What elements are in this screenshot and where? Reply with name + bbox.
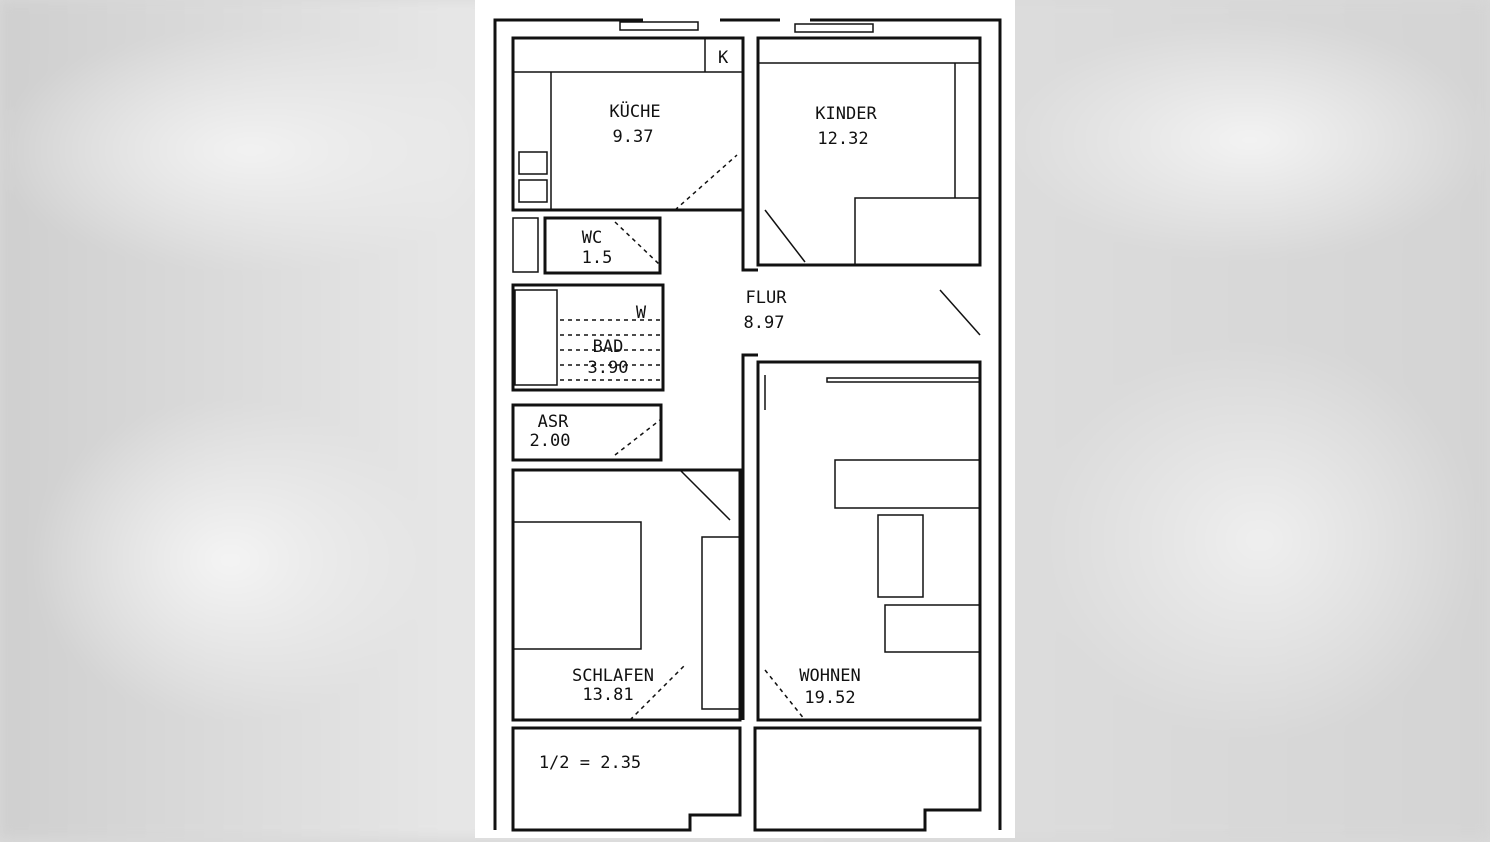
balkon-left xyxy=(511,726,742,832)
bed xyxy=(854,197,981,266)
wc-room xyxy=(543,216,662,275)
waschmaschine-mark: W xyxy=(636,303,647,323)
bad-area: 3.90 xyxy=(588,358,629,378)
wohnen-area: 19.52 xyxy=(804,688,855,708)
balkon-area: 1/2 = 2.35 xyxy=(539,753,641,773)
kinder-room xyxy=(756,36,982,267)
wohnen-label: WOHNEN xyxy=(799,666,860,686)
kueche-label: KÜCHE xyxy=(609,100,660,122)
kueche-room xyxy=(511,36,745,212)
bad-room xyxy=(511,283,665,392)
sofa xyxy=(877,514,924,598)
bathtub xyxy=(514,289,558,386)
asr-room xyxy=(511,403,663,462)
bad-label: BAD xyxy=(593,337,624,357)
kueche-area: 9.37 xyxy=(613,127,654,147)
wohnen-room xyxy=(756,360,982,722)
kuehlschrank-mark: K xyxy=(718,48,729,68)
schlafen-label: SCHLAFEN xyxy=(572,666,654,686)
kinder-area: 12.32 xyxy=(817,129,868,149)
flur-area: 8.97 xyxy=(744,313,785,333)
outer-wall xyxy=(493,18,1002,830)
wc-area: 1.5 xyxy=(582,248,613,268)
window xyxy=(794,23,874,33)
bed xyxy=(512,521,642,650)
flur-label: FLUR xyxy=(746,288,788,308)
flur-wall xyxy=(741,210,758,720)
kinder-label: KINDER xyxy=(815,104,877,124)
balkon-right xyxy=(753,726,982,832)
wardrobe xyxy=(701,536,741,710)
asr-area: 2.00 xyxy=(530,431,571,451)
floor-plan: K KÜCHE 9.37 KINDER 12.32 WC 1.5 W BAD 3… xyxy=(475,0,1015,838)
wc-label: WC xyxy=(582,228,602,248)
schlafen-area: 13.81 xyxy=(582,685,633,705)
floor-plan-drawing: K KÜCHE 9.37 KINDER 12.32 WC 1.5 W BAD 3… xyxy=(493,18,1002,832)
window xyxy=(619,21,699,31)
asr-label: ASR xyxy=(538,412,569,432)
table xyxy=(834,459,981,509)
